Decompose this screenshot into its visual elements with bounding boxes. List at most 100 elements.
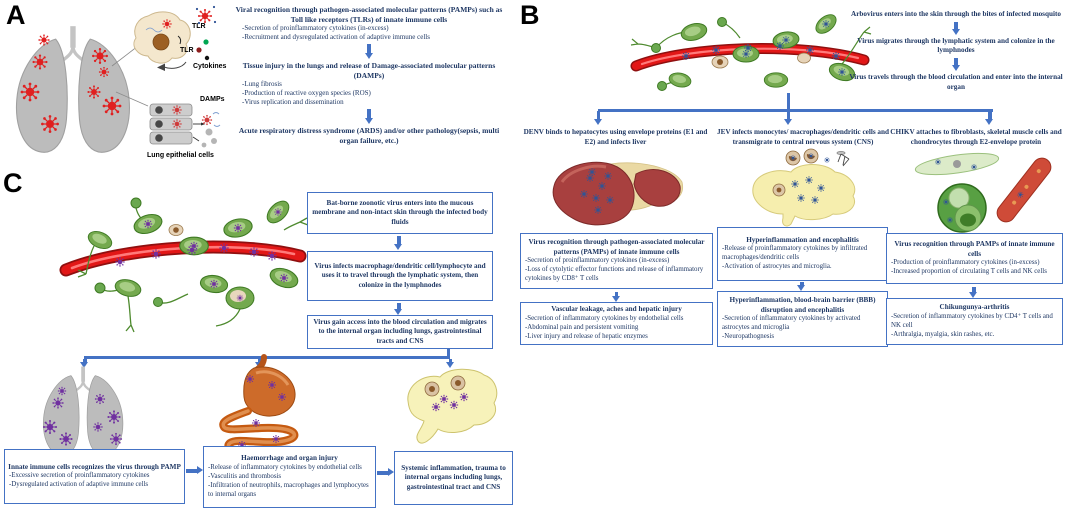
damp-blob — [205, 128, 213, 136]
down-arrow-icon — [364, 109, 372, 125]
muscle-fiber-icon — [996, 157, 1052, 223]
box-item: -Activation of astrocytes and microglia. — [722, 263, 832, 271]
c-step-box-3: Virus gain access into the blood circula… — [307, 315, 493, 350]
c-step-box-2: Virus infects macrophage/dendritic cell/… — [307, 251, 493, 301]
right-arrow-icon — [377, 468, 394, 476]
box-item: -Increased proportion of circulating T c… — [891, 267, 1047, 275]
box-title: Vascular leakage, aches and hepatic inju… — [551, 305, 682, 314]
stomach-intestine-icon — [219, 354, 302, 457]
connector-line — [598, 109, 993, 112]
box-item: -Dysregulated activation of adaptive imm… — [9, 481, 149, 489]
down-arrow-icon — [594, 111, 602, 125]
outcome-box-1: Innate immune cells recognizes the virus… — [4, 449, 185, 504]
box-title: Innate immune cells recognizes the virus… — [8, 462, 181, 471]
box-title: Hyperinflammation, blood-brain barrier (… — [729, 296, 876, 314]
lungs-organ-icon — [41, 364, 125, 458]
box-item: -Excessive secretion of proinflammatory … — [9, 472, 150, 480]
panel-a-illustration: TLR TLR Cytokines DAMPs Lung epithelial … — [0, 5, 227, 159]
callout-line — [111, 45, 139, 67]
flow-step-item: -Virus replication and dissemination — [242, 98, 344, 107]
mosquito-icon — [836, 150, 850, 167]
damp-blob — [201, 142, 207, 148]
epithelial-label: Lung epithelial cells — [147, 152, 214, 159]
tlr-side-label: TLR — [180, 47, 194, 54]
monocyte-cells — [785, 148, 831, 166]
panel-a-flow: Viral recognition through pathogen-assoc… — [232, 5, 506, 145]
cytokine-dot-black — [204, 55, 210, 61]
denv-box-2: Vascular leakage, aches and hepatic inju… — [520, 302, 713, 345]
down-arrow-icon — [394, 236, 402, 250]
flow-step-title: Viral recognition through pathogen-assoc… — [235, 5, 503, 24]
panel-b-vessel-cell-network — [630, 10, 872, 91]
damps-label: DAMPs — [200, 96, 225, 103]
box-item: -Vasculitis and thrombosis — [208, 472, 282, 480]
jev-box-1: Hyperinflammation and encephalitis -Rele… — [717, 227, 888, 281]
c-step-box-1: Bat-borne zoonotic virus enters into the… — [307, 192, 493, 234]
box-title: Haemorrhage and organ injury — [241, 454, 338, 463]
panel-b-entry-flow: Arbovirus enters into the skin through t… — [848, 10, 1064, 93]
box-title: Virus recognition through PAMPs of innat… — [894, 240, 1055, 258]
down-arrow-icon — [784, 111, 792, 125]
box-item: -Arthralgia, myalgia, skin rashes, etc. — [891, 330, 995, 338]
infected-lungs-icon — [16, 26, 129, 152]
box-item: -Neuropathognesis — [722, 332, 775, 340]
jev-box-2: Hyperinflammation, blood-brain barrier (… — [717, 291, 888, 347]
immune-cell-tlr-icon — [133, 5, 217, 71]
down-arrow-icon — [797, 282, 805, 291]
flow-step-item: -Recruitment and dysregulated activation… — [242, 33, 430, 42]
down-arrow-icon — [612, 292, 620, 302]
box-title: Bat-borne zoonotic virus enters into the… — [312, 198, 488, 226]
flow-step-2: Tissue injury in the lungs and release o… — [232, 61, 506, 107]
box-title: Virus infects macrophage/dendritic cell/… — [314, 261, 486, 289]
down-arrow-icon — [364, 44, 372, 60]
box-item: -Release of proinflammatory cytokines by… — [722, 245, 868, 262]
right-arrow-icon — [186, 466, 203, 474]
box-item: -Infiltration of neutrophils, macrophage… — [208, 481, 369, 498]
box-item: -Loss of cytolytic effector functions an… — [525, 265, 704, 282]
chikv-box-2: Chikungunya-arthritis -Secretion of infl… — [886, 298, 1063, 345]
connector-line — [447, 348, 450, 358]
box-item: -Secretion of proinflammatory cytokines … — [525, 256, 670, 264]
infected-cells — [424, 375, 466, 397]
dendritic-cells — [651, 10, 858, 91]
entry-step-3: Virus travels through the blood circulat… — [849, 73, 1063, 91]
panel-b-label: B — [520, 0, 540, 30]
panel-c-vessel-cell-network — [59, 196, 309, 333]
outcome-box-2: Haemorrhage and organ injury -Release of… — [203, 446, 376, 508]
flow-step-3: Acute respiratory distress syndrome (ARD… — [232, 126, 506, 145]
down-arrow-icon — [394, 303, 402, 315]
box-title: Hyperinflammation and encephalitis — [746, 235, 859, 244]
outcome-box-3: Systemic inflammation, trauma to interna… — [394, 451, 513, 505]
flow-step-title: Tissue injury in the lungs and release o… — [242, 61, 496, 80]
panel-a-label: A — [6, 0, 26, 30]
connector-line — [787, 93, 790, 111]
jev-brain-icon — [752, 148, 856, 227]
flow-step-item: -Secretion of proinflammatory cytokines … — [242, 24, 389, 33]
down-arrow-icon — [446, 358, 454, 368]
down-arrow-icon — [985, 111, 993, 125]
box-title: Virus gain access into the blood circula… — [313, 318, 487, 345]
panel-c-label: C — [3, 168, 23, 198]
chondrocyte-icon — [937, 183, 987, 233]
down-arrow-icon — [951, 58, 959, 72]
down-arrow-icon — [80, 358, 88, 368]
cytokine-dot-green — [203, 39, 209, 45]
down-arrow-icon — [969, 287, 977, 298]
box-title: Systemic inflammation, trauma to interna… — [401, 463, 506, 491]
connector-line — [84, 356, 450, 359]
box-item: -Liver injury and release of hepatic enz… — [525, 332, 648, 340]
brain-organ-icon — [407, 368, 498, 444]
denv-branch-header: DENV binds to hepatocytes using envelope… — [523, 128, 708, 146]
jev-branch-header: JEV infects monocytes/ macrophages/dendr… — [716, 128, 890, 146]
box-title: Chikungunya-arthritis — [939, 303, 1010, 312]
down-arrow-icon — [951, 21, 959, 35]
damp-blob — [211, 138, 217, 144]
denv-box-1: Virus recognition through pathogen-assoc… — [520, 233, 713, 289]
flow-step-1: Viral recognition through pathogen-assoc… — [232, 5, 506, 42]
box-item: -Abdominal pain and persistent vomiting — [525, 323, 639, 331]
flow-step-item: -Lung fibrosis — [242, 80, 282, 89]
entry-step-2: Virus migrates through the lymphatic sys… — [857, 36, 1055, 55]
box-item: -Release of inflammatory cytokines by en… — [208, 463, 362, 471]
flow-step-item: -Production of reactive oxygen species (… — [242, 89, 371, 98]
